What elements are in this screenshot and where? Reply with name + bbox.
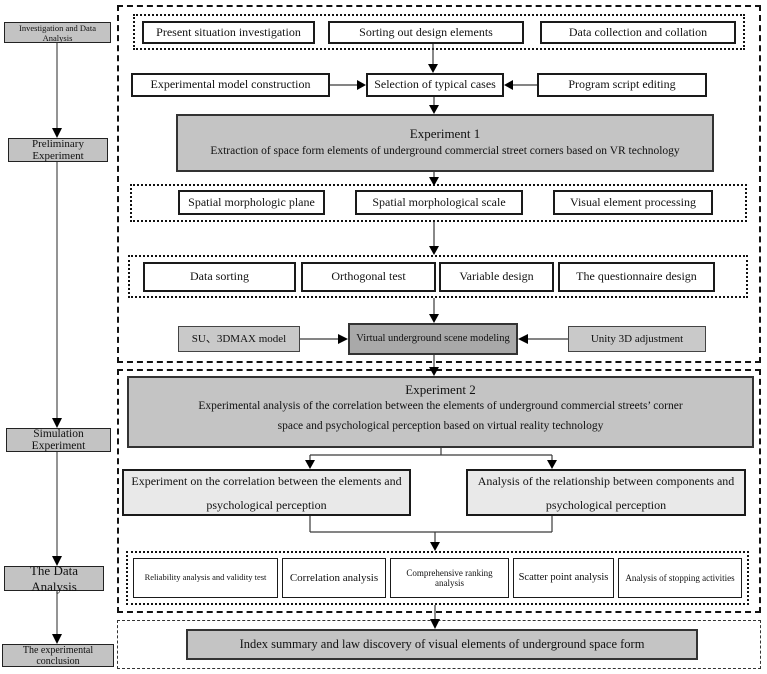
box-visual-element-processing: Visual element processing (553, 190, 713, 215)
stage-label: Preliminary Experiment (32, 138, 84, 162)
box-orthogonal-test: Orthogonal test (301, 262, 436, 292)
section-phase2 (117, 369, 761, 613)
group-investigation-row (133, 14, 745, 50)
box-sorting-out-design-elements: Sorting out design elements (328, 21, 524, 44)
group-spatial-row (130, 184, 747, 222)
box-present-situation-investigation: Present situation investigation (142, 21, 315, 44)
stage-label: The Data Analysis (29, 562, 78, 594)
box-experiment-2: Experiment 2 Experimental analysis of th… (127, 376, 754, 448)
box-virtual-underground-scene-modeling: Virtual underground scene modeling (348, 323, 518, 355)
box-correlation-experiment-branch: Experiment on the correlation between th… (122, 469, 411, 516)
box-index-summary-conclusion: Index summary and law discovery of visua… (186, 629, 698, 660)
box-reliability-validity-test: Reliability analysis and validity test (133, 558, 278, 598)
stage-label: The experimental conclusion (22, 644, 94, 667)
box-spatial-morphological-scale: Spatial morphological scale (355, 190, 523, 215)
box-selection-of-typical-cases: Selection of typical cases (366, 73, 504, 97)
box-questionnaire-design: The questionnaire design (558, 262, 715, 292)
group-analysis-row (126, 551, 749, 605)
box-su-3dmax-model: SU、3DMAX model (178, 326, 300, 352)
stage-simulation-experiment: Simulation Experiment (6, 428, 111, 452)
experiment2-title: Experiment 2 (405, 382, 476, 397)
box-relationship-analysis-branch: Analysis of the relationship between com… (466, 469, 746, 516)
stage-data-analysis: The Data Analysis (4, 563, 104, 594)
box-unity-3d-adjustment: Unity 3D adjustment (568, 326, 706, 352)
section-phase1 (117, 5, 761, 363)
box-scatter-point-analysis: Scatter point analysis (513, 558, 614, 598)
box-correlation-analysis: Correlation analysis (282, 558, 386, 598)
box-program-script-editing: Program script editing (537, 73, 707, 97)
stage-label: Simulation Experiment (31, 428, 86, 452)
box-variable-design: Variable design (439, 262, 554, 292)
experiment2-line1: Experimental analysis of the correlation… (198, 399, 683, 412)
experiment2-line2: space and psychological perception based… (277, 420, 604, 433)
experiment1-title: Experiment 1 (409, 126, 481, 142)
box-comprehensive-ranking-analysis: Comprehensive ranking analysis (390, 558, 509, 598)
experiment1-subtitle: Extraction of space form elements of und… (210, 145, 680, 158)
box-experimental-model-construction: Experimental model construction (131, 73, 330, 97)
stage-investigation: Investigation and Data Analysis (4, 22, 111, 43)
box-experiment-1: Experiment 1 Extraction of space form el… (176, 114, 714, 172)
stage-preliminary-experiment: Preliminary Experiment (8, 138, 108, 162)
stage-experimental-conclusion: The experimental conclusion (2, 644, 114, 667)
group-design-row (128, 255, 748, 298)
box-data-collection-and-collation: Data collection and collation (540, 21, 736, 44)
box-spatial-morphologic-plane: Spatial morphologic plane (178, 190, 325, 215)
box-analysis-of-stopping-activities: Analysis of stopping activities (618, 558, 742, 598)
stage-label: Investigation and Data Analysis (19, 22, 96, 43)
box-data-sorting: Data sorting (143, 262, 296, 292)
